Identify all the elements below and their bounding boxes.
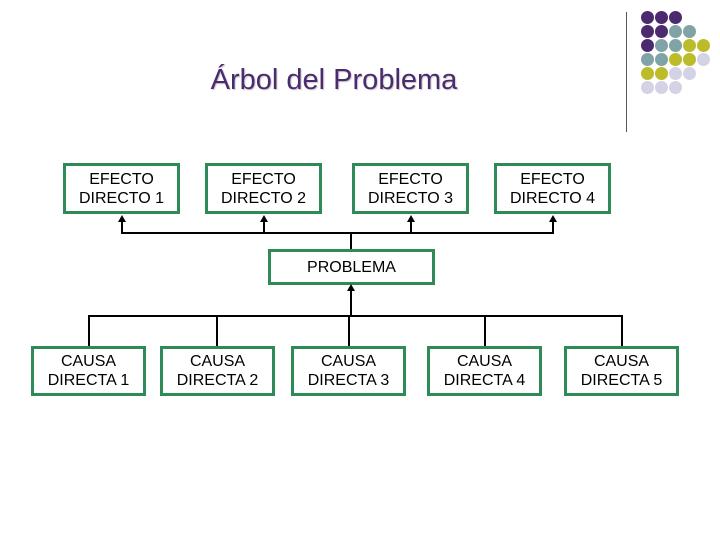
effect-label-3: EFECTO DIRECTO 3 <box>367 170 454 207</box>
cause-connector-3 <box>348 315 350 347</box>
decorative-dot <box>641 53 654 66</box>
effects-connector-horizontal <box>121 232 553 234</box>
decorative-dot <box>655 11 668 24</box>
decorative-dot <box>669 39 682 52</box>
arrow-up-icon <box>549 215 557 222</box>
decorative-dot <box>697 39 710 52</box>
effect-connector-1 <box>121 220 123 234</box>
arrow-up-icon <box>260 215 268 222</box>
cause-box-3: CAUSA DIRECTA 3 <box>291 346 406 396</box>
decorative-dot <box>697 53 710 66</box>
effect-box-3: EFECTO DIRECTO 3 <box>352 163 469 214</box>
decorative-divider-line <box>626 12 627 132</box>
effect-box-4: EFECTO DIRECTO 4 <box>494 163 611 214</box>
decorative-dot <box>683 53 696 66</box>
effect-connector-3 <box>410 220 412 234</box>
cause-label-3: CAUSA DIRECTA 3 <box>307 353 390 389</box>
arrow-up-icon <box>407 215 415 222</box>
cause-connector-1 <box>88 315 90 347</box>
cause-label-2: CAUSA DIRECTA 2 <box>176 353 259 389</box>
decorative-dot <box>655 81 668 94</box>
effect-connector-4 <box>552 220 554 234</box>
problem-to-effects-connector <box>350 232 352 250</box>
causes-to-problem-connector <box>350 288 352 316</box>
effect-box-1: EFECTO DIRECTO 1 <box>63 163 180 214</box>
cause-label-1: CAUSA DIRECTA 1 <box>47 353 130 389</box>
decorative-dot <box>683 67 696 80</box>
decorative-dot <box>655 67 668 80</box>
decorative-dot <box>641 67 654 80</box>
decorative-dot <box>655 25 668 38</box>
decorative-dot <box>641 25 654 38</box>
cause-box-5: CAUSA DIRECTA 5 <box>564 346 679 396</box>
problem-box: PROBLEMA <box>268 249 435 285</box>
effect-label-4: EFECTO DIRECTO 4 <box>509 170 596 207</box>
arrow-up-icon <box>118 215 126 222</box>
cause-connector-4 <box>484 315 486 347</box>
cause-connector-5 <box>621 315 623 347</box>
decorative-dot <box>669 11 682 24</box>
cause-label-4: CAUSA DIRECTA 4 <box>443 353 526 389</box>
diagram-title: Árbol del Problema <box>210 64 458 96</box>
cause-box-1: CAUSA DIRECTA 1 <box>31 346 146 396</box>
decorative-dot <box>641 39 654 52</box>
cause-box-4: CAUSA DIRECTA 4 <box>427 346 542 396</box>
problem-label: PROBLEMA <box>307 258 396 276</box>
decorative-dot <box>683 25 696 38</box>
effect-connector-2 <box>263 220 265 234</box>
decorative-dot <box>669 53 682 66</box>
cause-label-5: CAUSA DIRECTA 5 <box>580 353 663 389</box>
decorative-dot <box>641 11 654 24</box>
effect-label-2: EFECTO DIRECTO 2 <box>220 170 307 207</box>
arrow-up-icon <box>347 284 355 291</box>
effect-label-1: EFECTO DIRECTO 1 <box>78 170 165 207</box>
decorative-dot <box>641 81 654 94</box>
decorative-dot <box>655 53 668 66</box>
decorative-dot <box>683 39 696 52</box>
decorative-dot <box>655 39 668 52</box>
cause-box-2: CAUSA DIRECTA 2 <box>160 346 275 396</box>
cause-connector-2 <box>216 315 218 347</box>
effect-box-2: EFECTO DIRECTO 2 <box>205 163 322 214</box>
decorative-dot <box>669 67 682 80</box>
decorative-dot <box>669 81 682 94</box>
decorative-dot <box>669 25 682 38</box>
causes-connector-horizontal <box>88 315 623 317</box>
